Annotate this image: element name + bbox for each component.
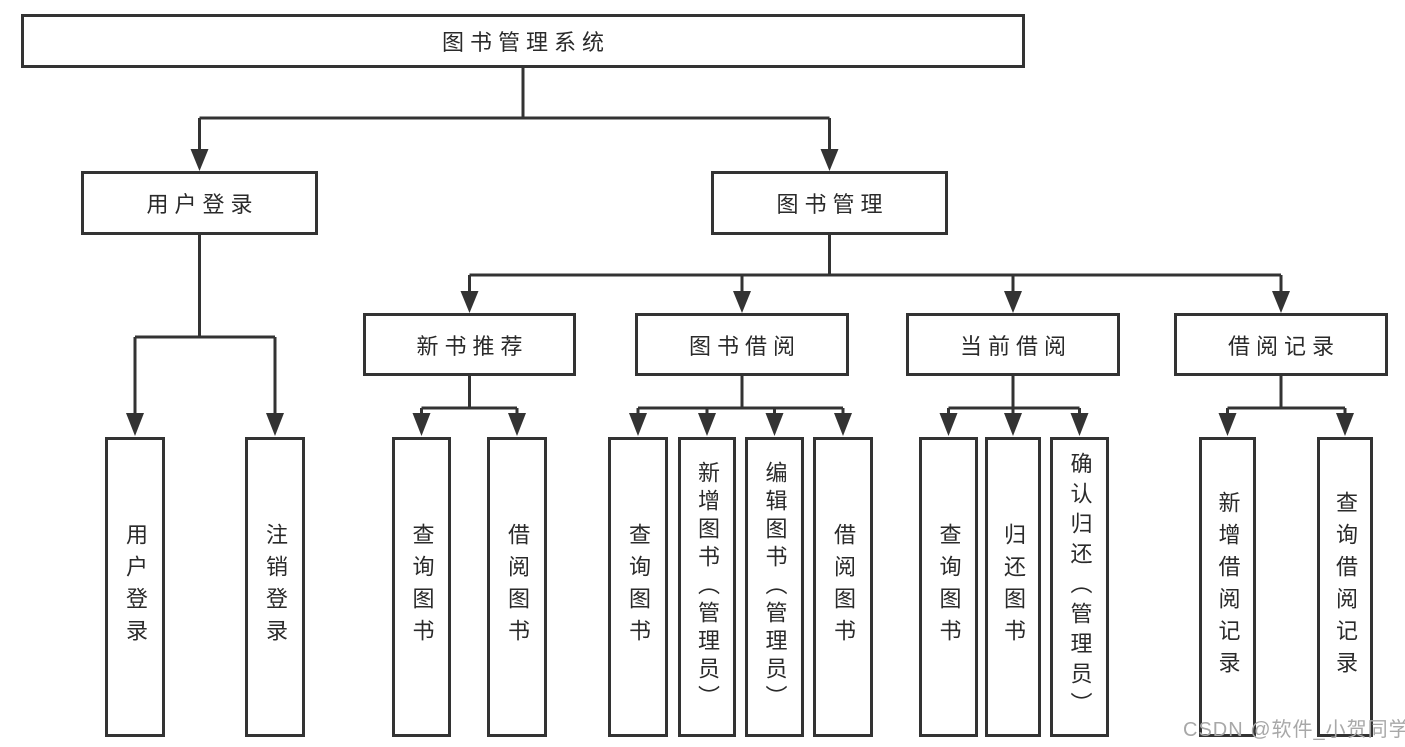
leaf-borrow-books-recommend: 借阅图书	[487, 437, 547, 737]
leaf-query-books-recommend: 查询图书	[392, 437, 451, 737]
wire-new-book-recommend-to-children	[420, 376, 519, 414]
wire-borrow-records-to-children	[1226, 376, 1347, 414]
wire-user-login-to-children	[133, 235, 277, 414]
node-book-management: 图书管理	[711, 171, 948, 235]
leaf-logout: 注销登录	[245, 437, 305, 737]
leaf-add-book-admin: 新增图书（管理员）	[678, 437, 736, 737]
leaf-query-books-borrow: 查询图书	[608, 437, 668, 737]
leaf-query-borrow-record: 查询借阅记录	[1317, 437, 1373, 737]
wire-book-management-to-level3	[468, 235, 1283, 293]
leaf-edit-book-admin: 编辑图书（管理员）	[745, 437, 804, 737]
node-borrow-records: 借阅记录	[1174, 313, 1388, 376]
leaf-query-books-current: 查询图书	[919, 437, 978, 737]
csdn-watermark: CSDN @软件_小贺同学	[1183, 719, 1405, 741]
leaf-user-login: 用户登录	[105, 437, 165, 737]
wire-current-borrow-to-children	[947, 376, 1081, 414]
leaf-return-books: 归还图书	[985, 437, 1041, 737]
node-user-login: 用户登录	[81, 171, 318, 235]
wire-book-borrow-to-children	[636, 376, 845, 414]
leaf-confirm-return-admin: 确认归还（管理员）	[1050, 437, 1109, 737]
node-new-book-recommend: 新书推荐	[363, 313, 576, 376]
node-book-borrow: 图书借阅	[635, 313, 849, 376]
leaf-borrow-books: 借阅图书	[813, 437, 873, 737]
leaf-add-borrow-record: 新增借阅记录	[1199, 437, 1256, 737]
node-library-management-system: 图书管理系统	[21, 14, 1025, 68]
node-current-borrow: 当前借阅	[906, 313, 1120, 376]
wire-root-to-level2	[198, 68, 831, 152]
